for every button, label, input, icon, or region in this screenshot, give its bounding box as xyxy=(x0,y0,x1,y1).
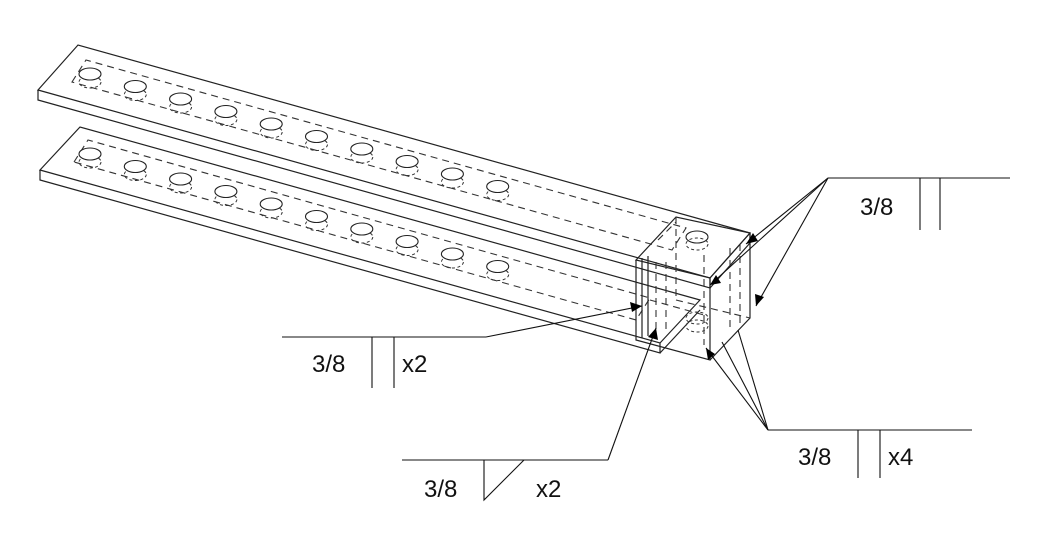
bolt-hole xyxy=(123,159,147,181)
weld-callout-top-right: 3/8 xyxy=(709,177,1010,307)
weld-size-label: 3/8 xyxy=(860,194,893,221)
bolt-hole xyxy=(304,129,329,151)
bolt-hole xyxy=(169,172,193,194)
weld-size-label: 3/8 xyxy=(312,351,345,378)
bolt-hole xyxy=(350,222,374,244)
bolt-hole xyxy=(78,67,102,89)
weld-callout-left: 3/8 x2 xyxy=(282,302,643,388)
bolt-hole xyxy=(169,92,193,114)
weld-callout-bottom: 3/8 x2 xyxy=(402,327,658,503)
upper-bar-holes xyxy=(78,67,510,201)
upper-bar xyxy=(36,44,752,289)
bolt-hole xyxy=(440,247,464,269)
weld-qty-label: x4 xyxy=(888,444,913,471)
lower-bar-holes xyxy=(78,147,510,281)
bolt-hole xyxy=(304,209,329,231)
bolt-hole xyxy=(214,184,238,206)
bolt-hole xyxy=(123,79,147,101)
weld-size-label: 3/8 xyxy=(424,476,457,503)
weld-callout-bottom-right: 3/8 x4 xyxy=(705,329,972,478)
bolt-hole xyxy=(350,142,374,164)
bolt-hole xyxy=(259,197,283,219)
bolt-hole xyxy=(395,154,419,176)
bolt-hole xyxy=(395,234,419,256)
bolt-hole xyxy=(440,167,464,189)
bolt-hole xyxy=(214,104,238,126)
weld-size-label: 3/8 xyxy=(798,444,831,471)
bolt-hole xyxy=(486,259,510,281)
bolt-hole xyxy=(78,147,102,169)
bolt-hole xyxy=(259,117,283,139)
end-spacer-block xyxy=(634,216,752,361)
weld-qty-label: x2 xyxy=(536,476,561,503)
bolt-hole xyxy=(486,179,510,201)
weld-qty-label: x2 xyxy=(402,351,427,378)
